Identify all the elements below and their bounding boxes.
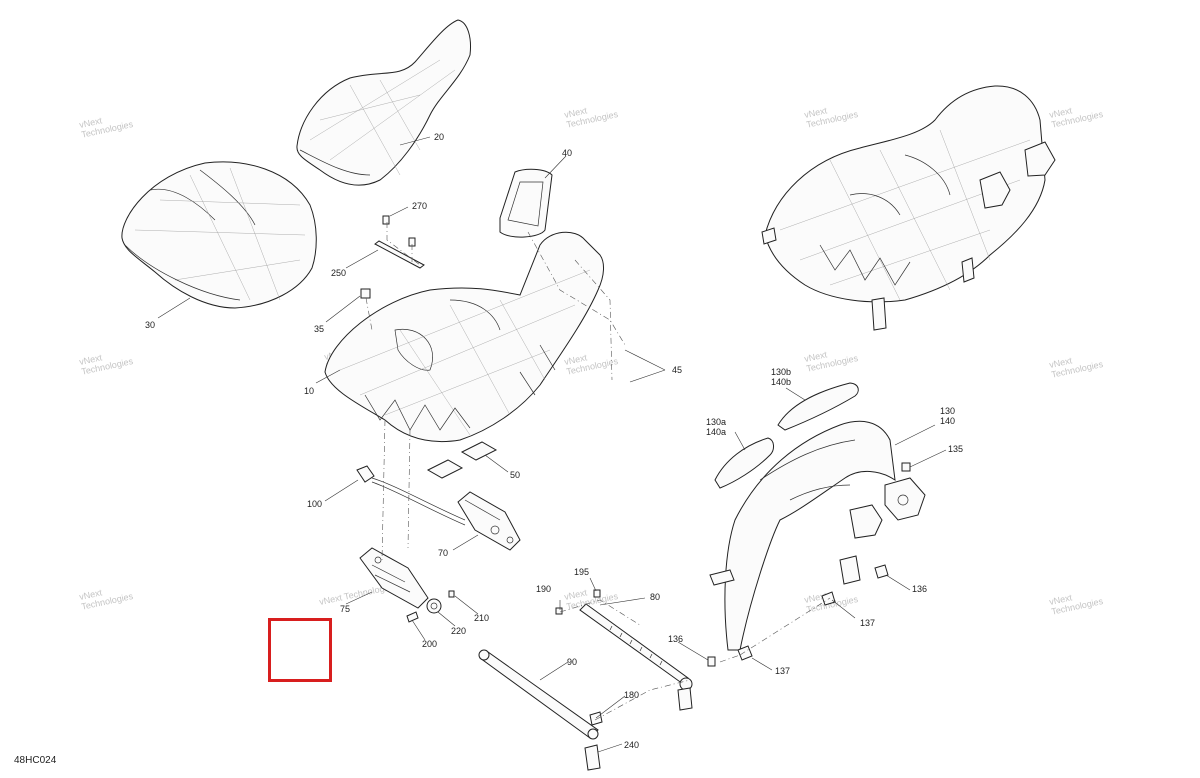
callout-250: 250 xyxy=(331,268,346,278)
watermark: vNext Technologies xyxy=(803,105,859,129)
callout-180: 180 xyxy=(624,690,639,700)
watermark: vNext Technologies xyxy=(78,115,134,139)
callout-80: 80 xyxy=(650,592,660,602)
callout-130a: 130a xyxy=(706,417,726,427)
part-backrest-upper xyxy=(296,19,471,186)
callout-136: 136 xyxy=(912,584,927,594)
callout-70: 70 xyxy=(438,548,448,558)
callout-195: 195 xyxy=(574,567,589,577)
part-seat-belt xyxy=(709,420,926,661)
callout-137: 137 xyxy=(860,618,875,628)
callout-200: 200 xyxy=(422,639,437,649)
part-seat-cushion xyxy=(121,161,317,309)
watermark: vNext Technologies xyxy=(563,105,619,129)
callout-35: 35 xyxy=(314,324,324,334)
watermark-text: vNext xyxy=(78,587,103,602)
callout-75: 75 xyxy=(340,604,350,614)
callout-20: 20 xyxy=(434,132,444,142)
part-stickers xyxy=(426,441,498,479)
part-bar-80 xyxy=(555,589,693,691)
callout-240: 240 xyxy=(624,740,639,750)
callout-140: 140 xyxy=(940,416,955,426)
part-hardware-270-250 xyxy=(360,215,425,299)
callout-45: 45 xyxy=(672,365,682,375)
part-belt-covers xyxy=(714,382,859,489)
watermark-text: vNext xyxy=(563,105,588,120)
part-latch-70 xyxy=(457,491,521,551)
part-seat-base xyxy=(324,231,604,443)
watermark: vNext Technologies xyxy=(1048,105,1104,129)
part-assembled-seat xyxy=(761,85,1056,331)
watermark-text: vNext xyxy=(1048,355,1073,370)
watermark: vNext Technologies xyxy=(1048,355,1104,379)
callout-135: 135 xyxy=(948,444,963,454)
watermark: vNext Technologies xyxy=(803,349,859,373)
callout-40: 40 xyxy=(562,148,572,158)
callout-100: 100 xyxy=(307,499,322,509)
watermark-text: vNext xyxy=(1048,592,1073,607)
callout-30: 30 xyxy=(145,320,155,330)
watermark: vNext Technologies xyxy=(78,352,134,376)
watermark-layer: vNext Technologies vNext Technologies vN… xyxy=(78,105,1104,616)
watermark: vNext Technologies xyxy=(78,587,134,611)
part-bar-90 xyxy=(478,649,603,771)
assembly-lines xyxy=(365,222,831,721)
part-posts xyxy=(677,656,716,711)
callout-270: 270 xyxy=(412,201,427,211)
part-headrest-pad xyxy=(499,168,553,238)
callout-90: 90 xyxy=(567,657,577,667)
callout-140b: 140b xyxy=(771,377,791,387)
watermark-text: vNext xyxy=(1048,105,1073,120)
callout-210: 210 xyxy=(474,613,489,623)
drawing-code: 48HC024 xyxy=(14,755,57,766)
highlight-box xyxy=(268,618,332,682)
watermark: vNext Technologies xyxy=(1048,592,1104,616)
watermark-text: vNext xyxy=(803,105,828,120)
callout-130b: 130b xyxy=(771,367,791,377)
part-fasteners-200-210-220 xyxy=(406,590,455,623)
callout-190: 190 xyxy=(536,584,551,594)
watermark: vNext Technologies xyxy=(563,352,619,376)
watermark-text: vNext xyxy=(563,587,588,602)
callout-140a: 140a xyxy=(706,427,726,437)
watermark-text: vNext xyxy=(803,349,828,364)
callout-130: 130 xyxy=(940,406,955,416)
callout-10: 10 xyxy=(304,386,314,396)
part-knob-cable xyxy=(356,465,466,526)
part-slider-75 xyxy=(359,547,429,609)
callout-labels: 20 270 250 35 30 40 45 10 50 100 70 75 2… xyxy=(145,132,963,750)
callout-136-lower: 136 xyxy=(668,634,683,644)
watermark-text: vNext xyxy=(78,115,103,130)
callout-137-lower: 137 xyxy=(775,666,790,676)
watermark-text: vNext xyxy=(803,590,828,605)
callout-50: 50 xyxy=(510,470,520,480)
watermark-text: vNext xyxy=(78,352,103,367)
callout-220: 220 xyxy=(451,626,466,636)
watermark-text: vNext xyxy=(563,352,588,367)
leader-lines xyxy=(157,136,947,753)
